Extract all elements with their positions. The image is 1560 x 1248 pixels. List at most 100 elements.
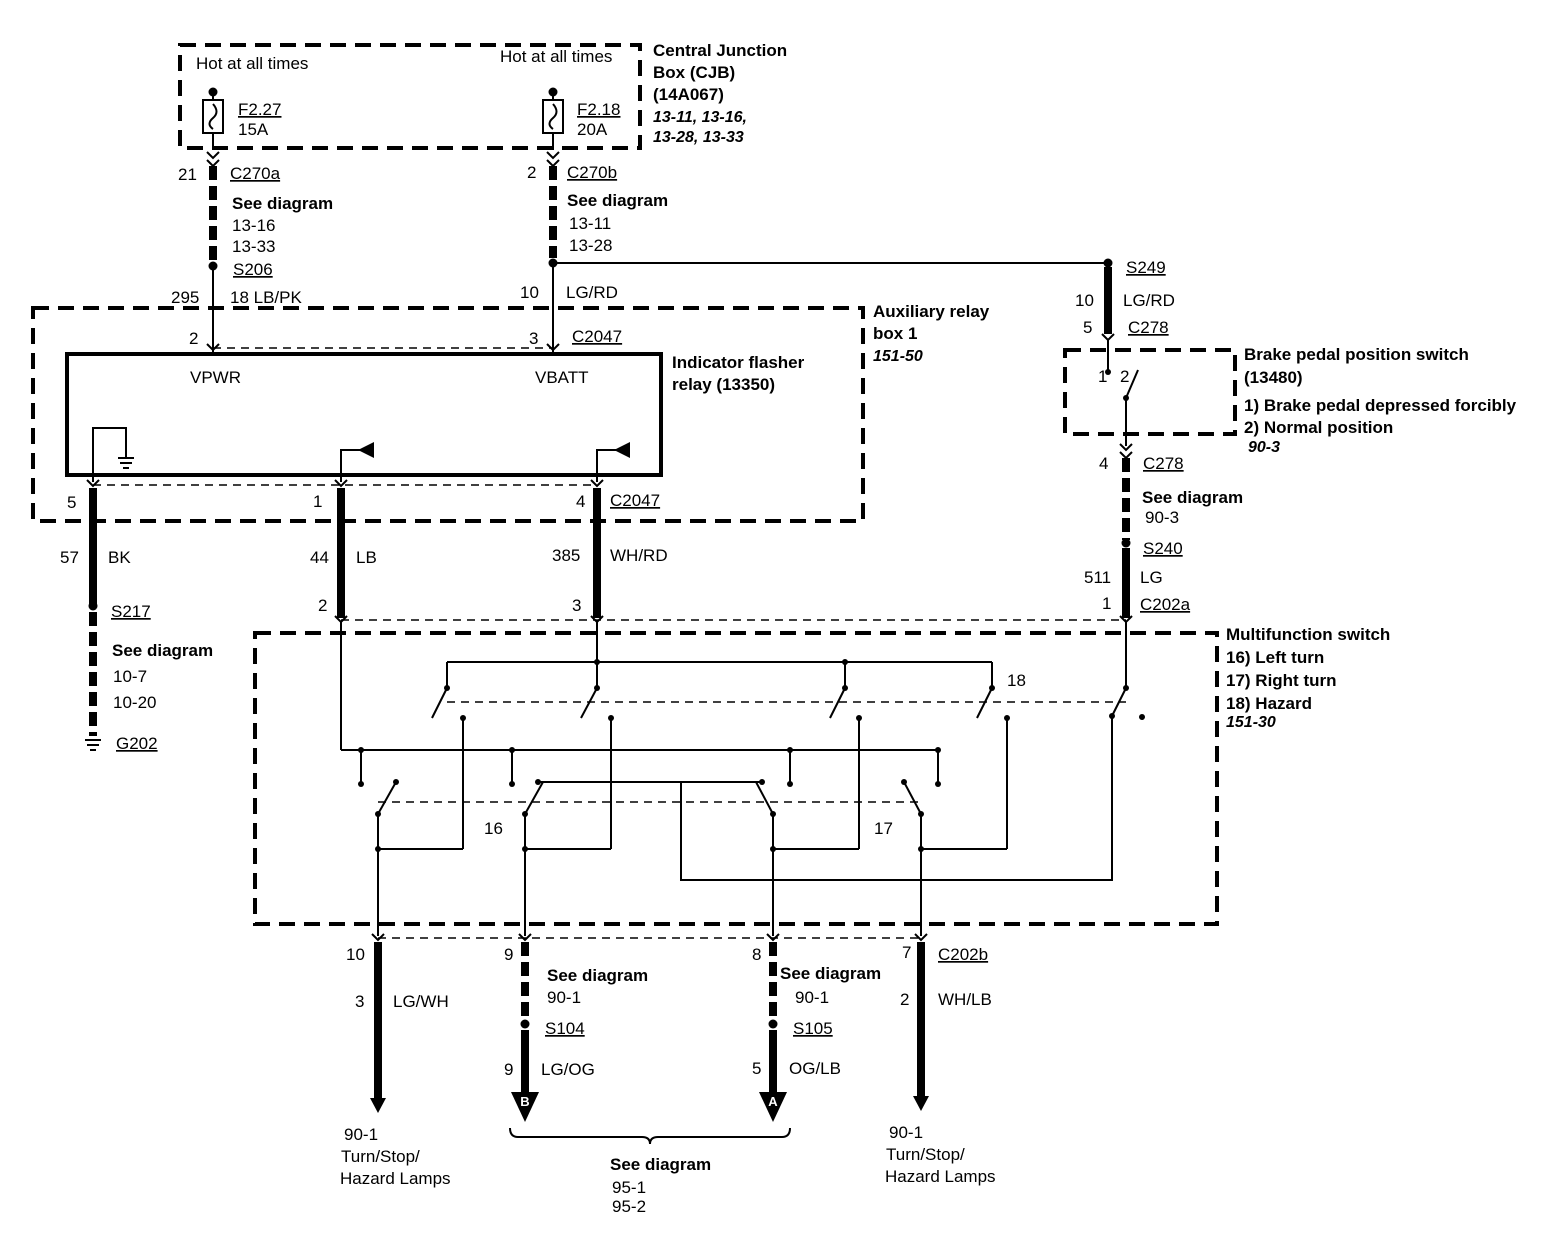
upper-right-see: See diagram [567,191,668,210]
flasher-internal-whrd [596,449,625,482]
bottom-brace [509,1127,791,1145]
whrd-circuit: 385 [552,546,580,565]
upper-right-wire: LG/RD [566,283,618,302]
aux-connector-top: C2047 [572,327,622,346]
connector-c270a-symbol [206,151,220,168]
upper-right-pin: 2 [527,163,536,182]
brake-connector-mf: C202a [1140,595,1191,614]
mf-pos18: 18) Hazard [1226,694,1312,713]
flasher-name-line1: Indicator flasher [672,353,805,372]
brake-pin-in: 5 [1083,318,1092,337]
ground-ref1: 10-7 [113,667,147,686]
aux-connector-bottom: C2047 [610,491,660,510]
out4-pin: 7 [902,943,911,962]
flasher-internal-lb [340,449,370,482]
cjb-name-line1: Central Junction [653,41,787,60]
upper-left-wire: 18 LB/PK [230,288,302,307]
lb-circuit: 44 [310,548,329,567]
out3-wire: OG/LB [789,1059,841,1078]
connector-c270b-symbol [546,151,560,168]
arrow-b [511,1092,539,1122]
cjb-hot-right: Hot at all times [500,47,612,66]
out2-pin: 9 [504,945,513,964]
brake-pin-mf: 1 [1102,594,1111,613]
brake-switch-box [1063,348,1237,436]
brake-pin-out: 4 [1099,454,1108,473]
connector-c202b-symbols [371,933,928,942]
cjb-refs-line1: 13-11, 13-16, [653,109,747,126]
connector-c278-out-symbol [1119,443,1133,460]
connector-c278-in-symbol [1101,333,1115,342]
aux-pin-vbatt: 3 [529,329,538,348]
splice-s249-dot [1103,258,1113,268]
upper-right-connector: C270b [567,163,617,182]
fuse-left-name: F2.27 [238,100,281,119]
mf-internal-wiring [340,622,1145,936]
upper-left-circuit: 295 [171,288,199,307]
lb-pin: 2 [318,596,327,615]
out1-dest-line2: Hazard Lamps [340,1169,451,1188]
out3-circuit: 5 [752,1059,761,1078]
fuse-left-symbol [202,87,224,150]
cjb-part: (14A067) [653,85,724,104]
ground-circuit: 57 [60,548,79,567]
arrow-lgwh [370,1098,386,1113]
splice-s217-dot [88,601,98,611]
out2-wire: LG/OG [541,1060,595,1079]
upper-right-circuit: 10 [520,283,539,302]
splice-s104-label: S104 [545,1019,585,1038]
out3-ref: 90-1 [795,988,829,1007]
ground-g202-icon [85,739,101,751]
mf-ref: 151-30 [1226,714,1276,731]
out1-wire: LG/WH [393,992,449,1011]
ground-g202-label: G202 [116,734,158,753]
bottom-ref2: 95-2 [612,1197,646,1216]
upper-left-connector: C270a [230,164,281,183]
arrow-a [759,1092,787,1122]
cjb-box [178,43,642,150]
cjb-refs-line2: 13-28, 13-33 [653,129,744,146]
upper-right-ref1: 13-11 [569,214,611,233]
cjb-hot-left: Hot at all times [196,54,308,73]
arrow-whlb [913,1096,929,1111]
splice-s206-label: S206 [233,260,273,279]
upper-left-ref2: 13-33 [232,237,275,256]
connector-c2047-vpwr-symbol [206,343,220,352]
brake-switch-blade [1125,369,1139,399]
flasher-internal-ground [92,427,134,482]
whrd-wire: WH/RD [610,546,668,565]
fuse-right-symbol [542,87,564,150]
upper-left-pin: 21 [178,165,197,184]
bottom-see: See diagram [610,1155,711,1174]
brake-switch-contact-top [1105,369,1111,375]
connector-c2047-vbatt-symbol [546,343,560,352]
brake-switch-pos1: 1 [1098,367,1107,386]
brake-connector-out: C278 [1143,454,1184,473]
brake-connector-in: C278 [1128,318,1169,337]
fuse-left-rating: 15A [238,120,269,139]
aux-relay-box [31,306,865,523]
out1-dest-ref: 90-1 [344,1125,378,1144]
whrd-pin: 3 [572,596,581,615]
out3-see: See diagram [780,964,881,983]
bottom-ref1: 95-1 [612,1178,646,1197]
fuse-right-name: F2.18 [577,100,620,119]
multifunction-switch-box [253,631,1219,926]
upper-left-see: See diagram [232,194,333,213]
out2-see: See diagram [547,966,648,985]
flasher-relay-box [65,352,663,477]
ground-ref2: 10-20 [113,693,156,712]
brake-wire2: LG [1140,568,1163,587]
aux-pin-gnd: 5 [67,493,76,512]
brake-switch-name: Brake pedal position switch [1244,345,1469,364]
flasher-vbatt: VBATT [535,368,589,387]
ground-wire: BK [108,548,131,567]
brake-switch-ref: 90-3 [1248,439,1280,456]
out4-dest-line1: Turn/Stop/ [886,1145,965,1164]
flasher-vpwr: VPWR [190,368,241,387]
aux-relay-name-line2: box 1 [873,324,917,343]
mf-pos17: 17) Right turn [1226,671,1337,690]
aux-pin-vpwr: 2 [189,329,198,348]
aux-relay-ref: 151-50 [873,348,923,365]
